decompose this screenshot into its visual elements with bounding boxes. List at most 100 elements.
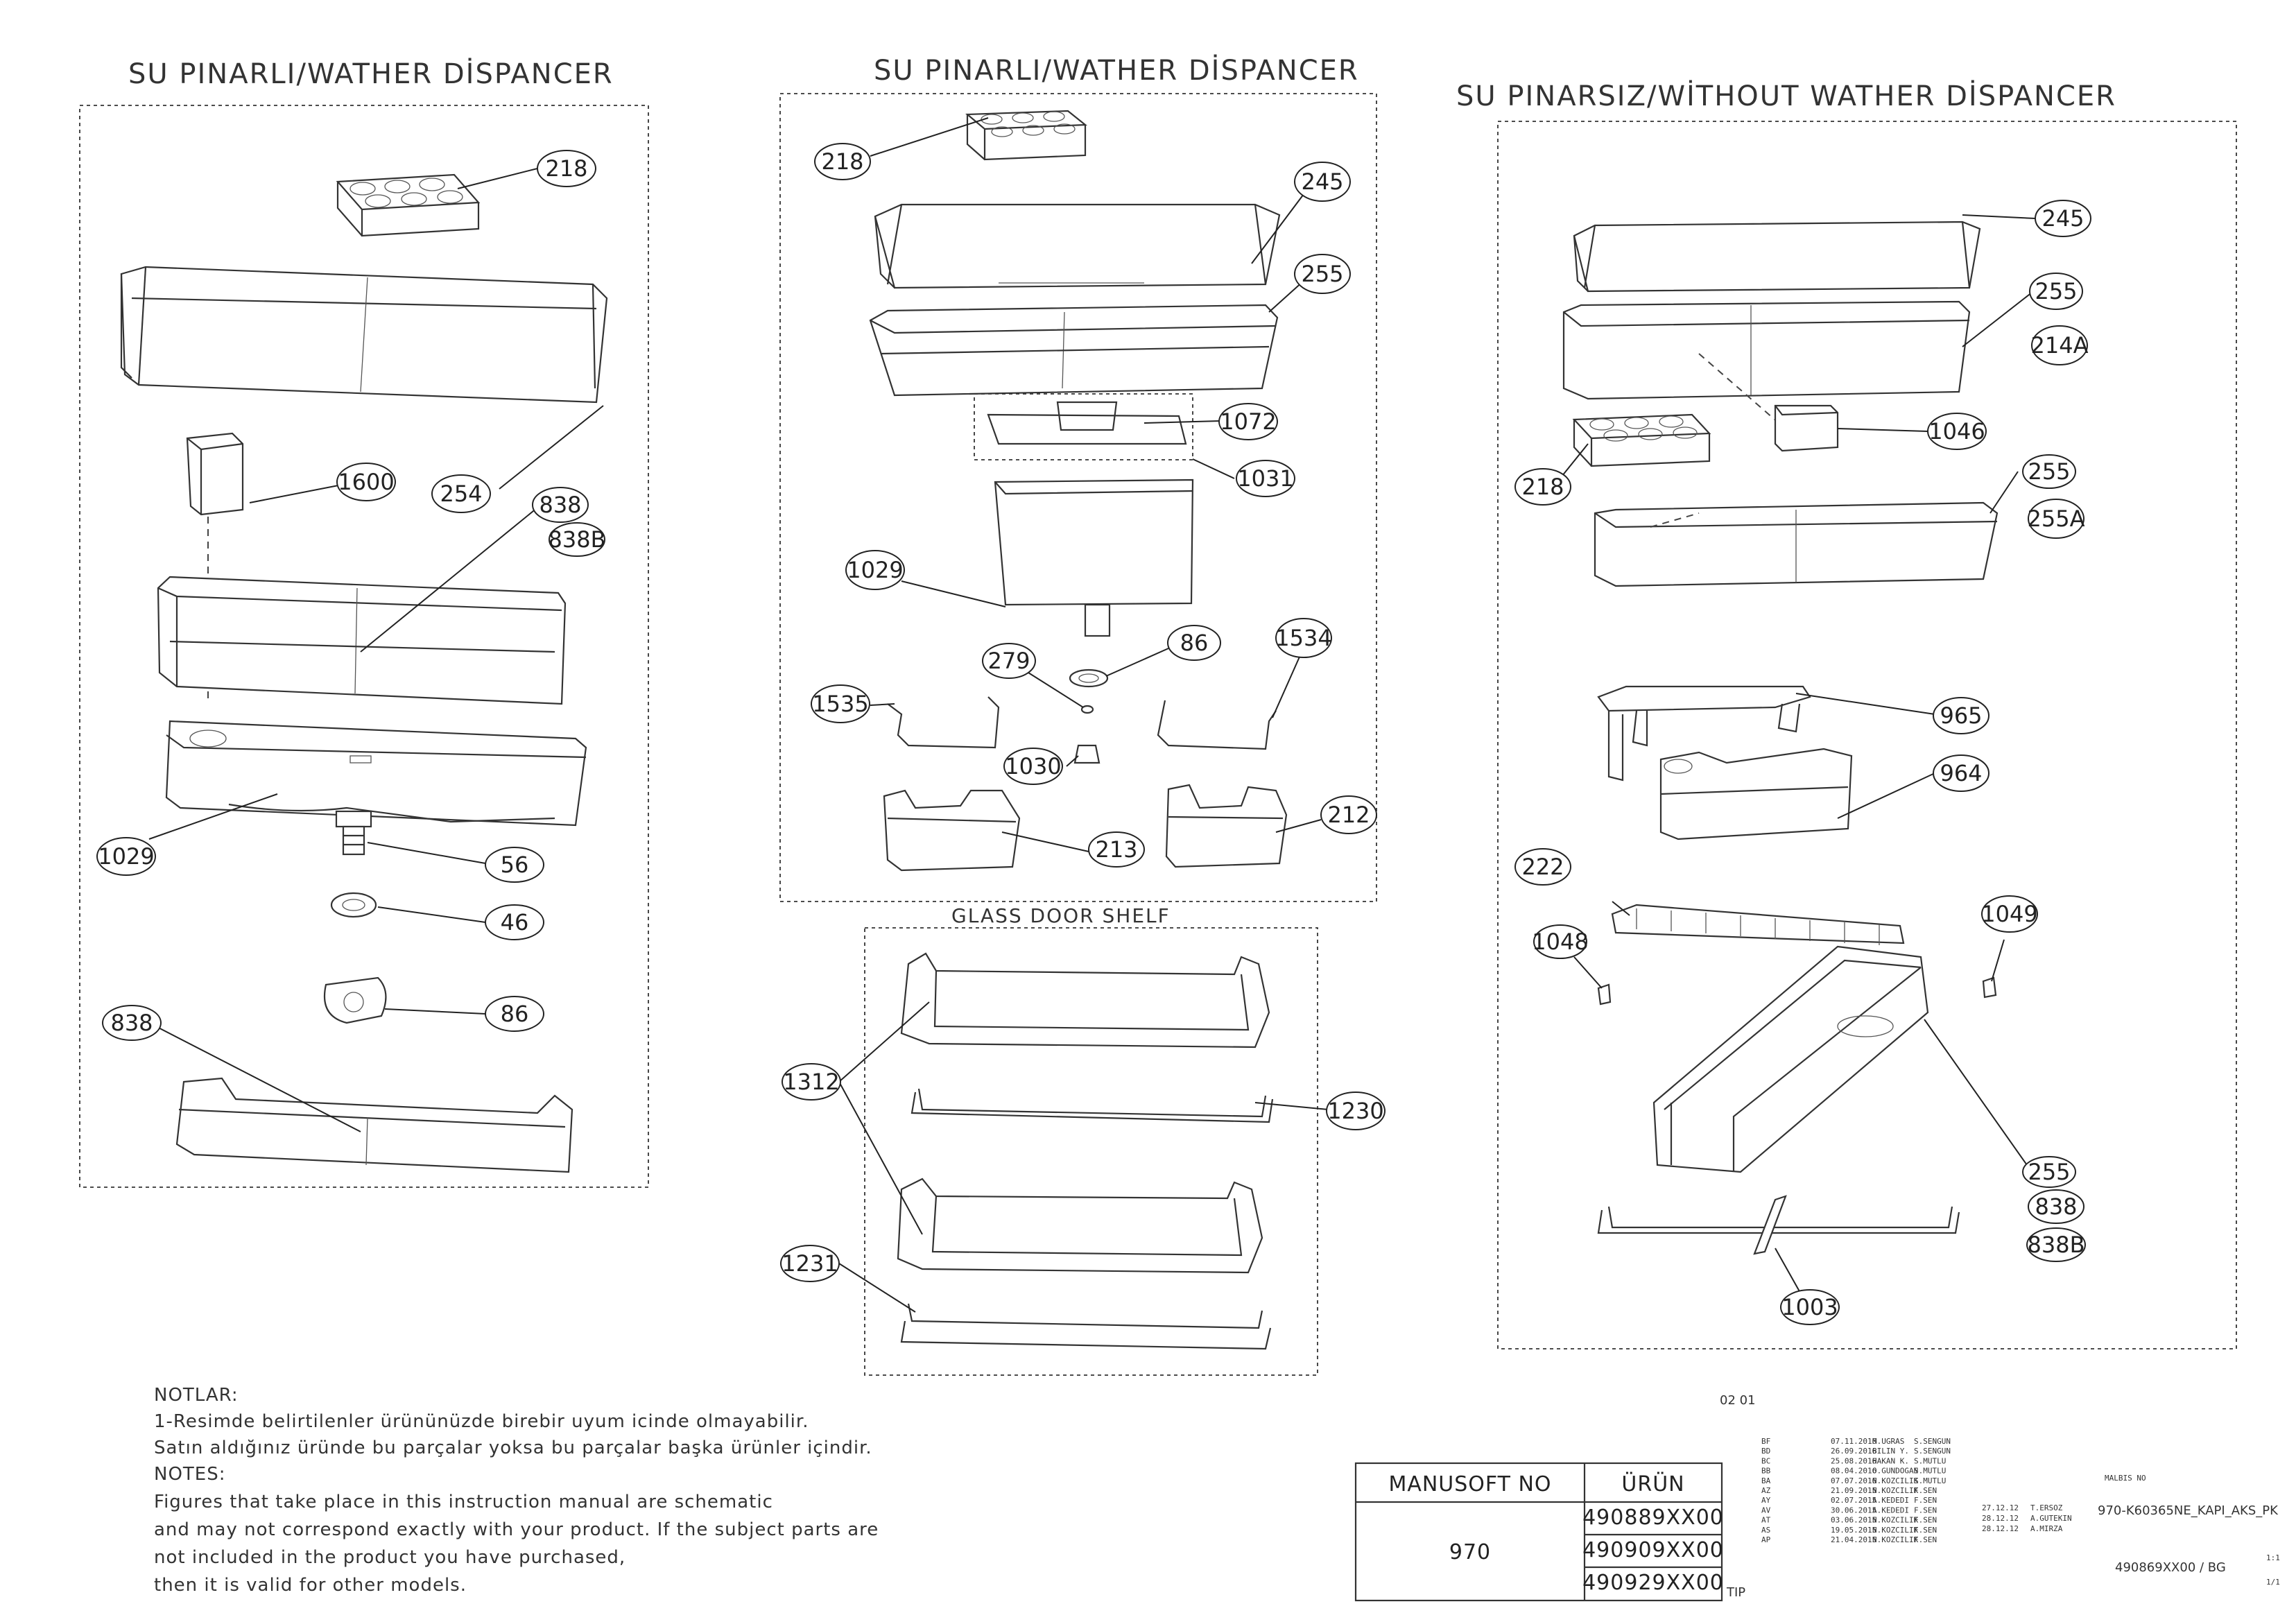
revision-date: 03.06.2015 (1831, 1516, 1876, 1525)
revision-by: N.KOZCILIK (1872, 1476, 1919, 1485)
callout-middle-1029: 1029 (845, 550, 905, 590)
svg-text:1003: 1003 (1781, 1294, 1838, 1320)
svg-text:86: 86 (501, 1001, 529, 1027)
drawing-number: 490869XX00 / BG (2115, 1560, 2226, 1575)
right-housing-part (1659, 748, 1853, 840)
svg-text:838: 838 (110, 1010, 153, 1036)
middle-group-frame (779, 93, 1377, 902)
left-group-frame (79, 105, 649, 1188)
svg-text:1312: 1312 (783, 1069, 839, 1095)
right-egg-tray-part (1572, 413, 1711, 467)
right-third-shelf-part (1594, 501, 1999, 587)
svg-text:279: 279 (987, 648, 1030, 674)
notes-title: NOTES: (154, 1464, 226, 1485)
right-cover-strip-part (1611, 904, 1905, 945)
notes-line-4: then it is valid for other models. (154, 1575, 467, 1596)
approval-list: 27.12.12 T.ERSOZ 28.12.12 A.GUTEKIN 28.1… (1982, 1503, 2072, 1533)
middle-lid-part (987, 401, 1187, 445)
callout-glass-1312: 1312 (782, 1063, 841, 1101)
revision-chk: F.SEN (1914, 1516, 1937, 1525)
callout-right-255-second: 255 (2022, 454, 2076, 489)
revision-chk: F.SEN (1914, 1486, 1937, 1495)
title-block-table: MANUSOFT NO ÜRÜN 970 490889XX00 490909XX… (1354, 1462, 1745, 1602)
middle-small-ring-part (1080, 705, 1094, 714)
revision-date: 26.09.2016 (1831, 1447, 1876, 1456)
revision-date: 21.09.2015 (1831, 1486, 1876, 1495)
revision-by: A.KEDEDI (1872, 1496, 1909, 1505)
right-hidden-line (1698, 353, 1779, 424)
revision-chk: S.MUTLU (1914, 1456, 1946, 1465)
callout-right-222: 222 (1514, 848, 1571, 886)
right-small-box-part (1774, 404, 1839, 452)
notes-line-2: and may not correspond exactly with your… (154, 1519, 879, 1540)
svg-text:838: 838 (2035, 1193, 2077, 1220)
callout-right-255-lower: 255 (2022, 1156, 2076, 1188)
notlar-line-1: 1-Resimde belirtilenler ürününüzde bireb… (154, 1411, 809, 1432)
callout-middle-218: 218 (814, 143, 871, 180)
callout-glass-1230: 1230 (1326, 1092, 1386, 1130)
callout-middle-213: 213 (1088, 831, 1145, 868)
callout-left-1029: 1029 (96, 837, 156, 876)
right-section-title: SU PINARSIZ/WİTHOUT WATHER DİSPANCER (1456, 79, 2116, 112)
right-dispenser-mechanism-part (1597, 685, 1811, 782)
revision-date: 08.04.2016 (1831, 1467, 1876, 1476)
notlar-title: NOTLAR: (154, 1385, 239, 1406)
svg-text:46: 46 (501, 909, 529, 935)
revision-rev: AY (1761, 1496, 1771, 1505)
notes-line-1: Figures that take place in this instruct… (154, 1492, 773, 1512)
middle-left-holder-part (883, 789, 1021, 872)
notlar-line-2: Satın aldığınız üründe bu parçalar yoksa… (154, 1438, 872, 1458)
callout-left-254: 254 (431, 474, 491, 513)
left-water-container-part (186, 432, 244, 516)
left-ring-part (330, 892, 377, 918)
svg-text:222: 222 (1521, 854, 1564, 880)
svg-text:1230: 1230 (1327, 1098, 1383, 1124)
revision-rev: AP (1761, 1535, 1771, 1544)
svg-text:255: 255 (2028, 1159, 2070, 1185)
callout-middle-86: 86 (1167, 625, 1221, 661)
callout-glass-1231: 1231 (780, 1245, 840, 1282)
revision-rev: BC (1761, 1456, 1770, 1465)
callout-middle-1535: 1535 (811, 684, 870, 723)
svg-text:255: 255 (2035, 278, 2077, 304)
revision-by: M.UGRAS (1872, 1437, 1904, 1446)
middle-sub-assembly-frame (974, 393, 1193, 460)
callout-right-255A: 255A (2028, 499, 2085, 539)
callout-right-1048: 1048 (1532, 924, 1589, 959)
left-lower-door-bin-part (175, 1077, 573, 1173)
callout-left-86: 86 (485, 996, 544, 1032)
svg-text:1534: 1534 (1275, 625, 1331, 651)
svg-text:245: 245 (2042, 205, 2084, 232)
middle-water-tank-part (994, 478, 1194, 637)
revision-rev: AZ (1761, 1486, 1771, 1495)
left-upper-door-bin-part (120, 266, 608, 404)
svg-text:213: 213 (1095, 836, 1137, 863)
svg-text:A.GUTEKIN: A.GUTEKIN (2030, 1514, 2072, 1523)
left-dispenser-base-part (165, 720, 587, 827)
right-left-clip-part (1597, 983, 1612, 1006)
svg-text:1231: 1231 (782, 1250, 838, 1277)
sheet-code: 02 01 (1720, 1393, 1756, 1408)
callout-right-838: 838 (2028, 1189, 2084, 1224)
svg-text:255: 255 (2028, 458, 2070, 485)
left-lever-part (323, 976, 387, 1024)
callout-right-965: 965 (1933, 697, 1989, 734)
manusoft-header: MANUSOFT NO (1388, 1472, 1551, 1496)
scale-value: 1:1 (2266, 1553, 2280, 1562)
svg-text:838B: 838B (2027, 1232, 2084, 1258)
svg-text:T.ERSOZ: T.ERSOZ (2030, 1503, 2063, 1512)
left-middle-bin-part (157, 576, 567, 705)
glass-shelf-lower-rail-part (900, 1303, 1272, 1350)
revision-date: 19.05.2015 (1831, 1526, 1876, 1535)
svg-text:1535: 1535 (812, 691, 868, 717)
callout-left-838-lower: 838 (102, 1005, 162, 1041)
svg-text:1048: 1048 (1532, 929, 1588, 955)
callout-right-218: 218 (1514, 468, 1571, 506)
drawing-name: 970-K60365NE_KAPI_AKS_PK (2098, 1503, 2279, 1518)
revision-rev: BF (1761, 1437, 1770, 1446)
revision-rev: BD (1761, 1447, 1770, 1456)
revision-date: 30.06.2015 (1831, 1505, 1876, 1515)
revision-date: 07.11.2016 (1831, 1437, 1876, 1446)
callout-right-1046: 1046 (1927, 413, 1987, 450)
